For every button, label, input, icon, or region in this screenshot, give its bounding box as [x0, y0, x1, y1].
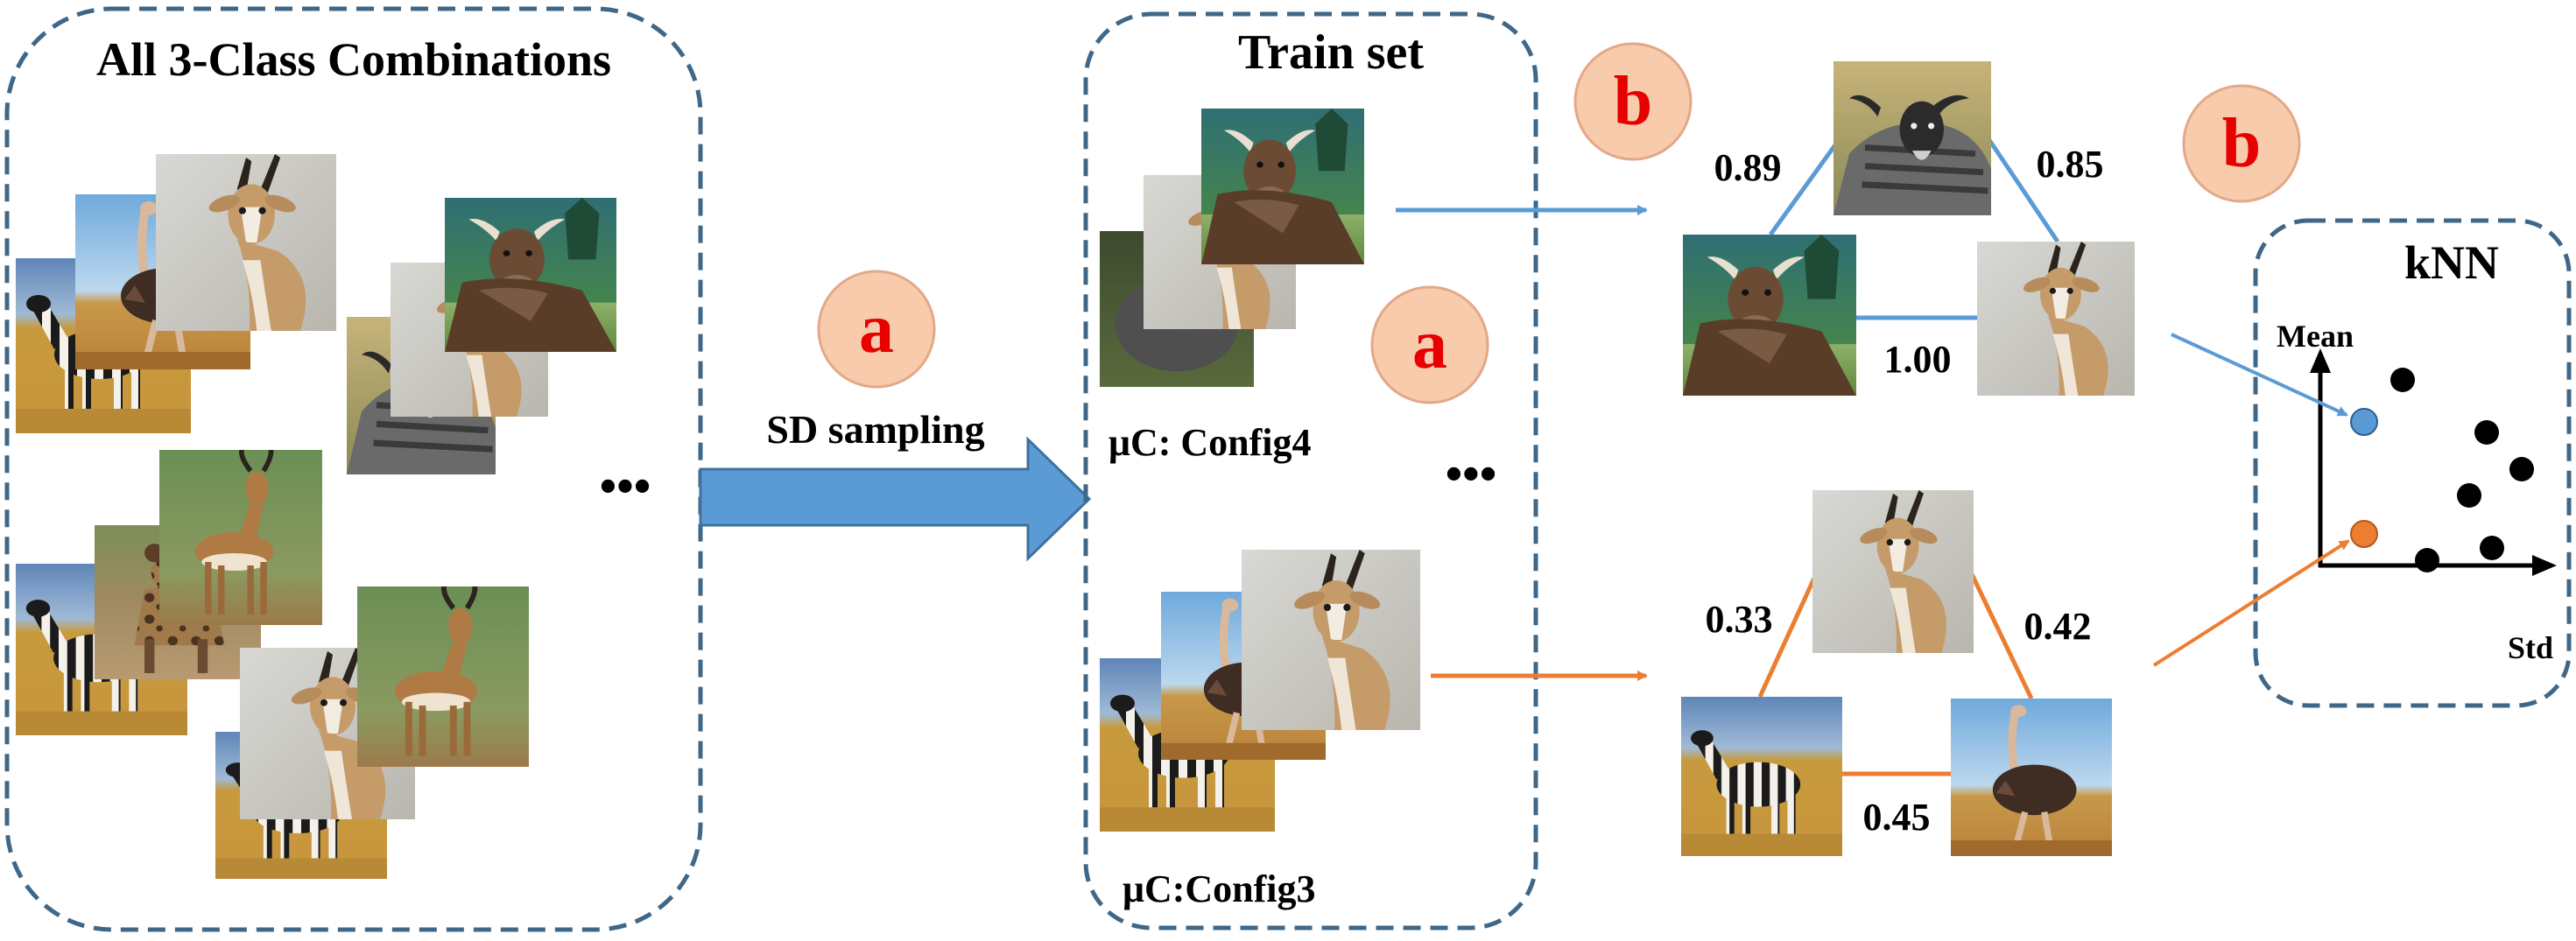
train-set-panel-border — [1083, 11, 1538, 930]
impala-thumbnail — [159, 443, 322, 625]
combinations-panel-border — [4, 6, 703, 932]
similarity-graph-config3: 0.33 0.42 0.45 — [1681, 490, 2112, 856]
similarity-score-bottom: 1.00 — [1884, 338, 1952, 381]
x-axis-label: Std — [2508, 630, 2553, 665]
similarity-score-left: 0.89 — [1714, 146, 1782, 189]
graph-edge-left — [1768, 138, 1841, 236]
image-stack-zebra-ostrich-gazelle — [16, 154, 336, 433]
combinations-panel-title: All 3-Class Combinations — [96, 33, 611, 86]
similarity-graph-config4: 0.89 0.85 1.00 b — [1573, 42, 2135, 396]
x-axis-arrowhead — [2532, 555, 2557, 576]
similarity-score-right: 0.42 — [2024, 605, 2092, 648]
query-point-top — [2350, 408, 2378, 436]
training-point — [2390, 368, 2415, 392]
step-b-label: b — [1614, 63, 1653, 140]
step-b-badge-knn: b — [2182, 84, 2301, 203]
zebra-node — [1681, 697, 1842, 856]
knn-panel: kNN b Mean Std — [2182, 84, 2572, 708]
training-point — [2415, 548, 2439, 572]
y-axis-label: Mean — [2277, 319, 2354, 354]
cow-thumbnail — [1201, 109, 1364, 264]
graph-edge-right — [1969, 572, 2034, 700]
query-point-bottom — [2350, 520, 2378, 548]
config3-label: μC:Config3 — [1123, 867, 1316, 910]
wildebeest-node — [1833, 61, 1991, 215]
knn-panel-border — [2253, 218, 2572, 708]
train-set-title: Train set — [1238, 25, 1424, 80]
similarity-score-bottom: 0.45 — [1863, 796, 1931, 839]
image-stack-config3 — [1100, 550, 1420, 832]
train-set-ellipsis: ••• — [1446, 447, 1497, 502]
combinations-panel: All 3-Class Combinations ••• — [4, 6, 703, 932]
arrow-bottom-graph-to-knn — [2152, 539, 2350, 667]
cow-node — [1683, 235, 1856, 396]
gazelle-node — [1812, 490, 1974, 653]
sd-sampling-arrow-shape — [699, 436, 1092, 562]
step-a-badge-sampling: a — [817, 270, 936, 389]
similarity-score-right: 0.85 — [2037, 143, 2104, 186]
sd-sampling-label: SD sampling — [766, 407, 984, 452]
training-point — [2480, 536, 2504, 560]
gazelle-thumbnail — [1242, 550, 1420, 730]
image-stack-gnu-gazelle-cow — [347, 198, 616, 474]
knn-training-points — [2390, 368, 2534, 572]
step-b-badge-top: b — [1573, 42, 1693, 161]
gazelle-thumbnail — [156, 154, 336, 331]
impala-thumbnail — [357, 579, 529, 767]
graph-edge-left — [1757, 572, 1819, 699]
combinations-ellipsis: ••• — [600, 460, 651, 514]
knn-title: kNN — [2404, 236, 2499, 289]
training-point — [2509, 457, 2534, 481]
step-a-label: a — [859, 291, 894, 368]
cow-thumbnail — [445, 198, 616, 352]
similarity-score-left: 0.33 — [1706, 598, 1773, 641]
gazelle-node — [1977, 242, 2135, 396]
training-point — [2474, 420, 2499, 445]
training-point — [2457, 483, 2481, 508]
image-stack-config4 — [1100, 109, 1364, 387]
step-b-label: b — [2222, 105, 2262, 182]
y-axis-arrowhead — [2310, 348, 2331, 373]
graph-edge-right — [1987, 138, 2060, 243]
arrow-top-graph-to-knn — [2171, 333, 2348, 417]
ostrich-node — [1951, 699, 2112, 856]
train-set-panel: Train set μC: Config4 a ••• μC:Config3 — [1083, 11, 1538, 930]
step-a-badge-train: a — [1370, 285, 1489, 404]
sd-sampling-arrow: SD sampling a — [699, 270, 1092, 562]
config4-label: μC: Config4 — [1109, 421, 1312, 464]
step-a-label: a — [1412, 306, 1447, 383]
